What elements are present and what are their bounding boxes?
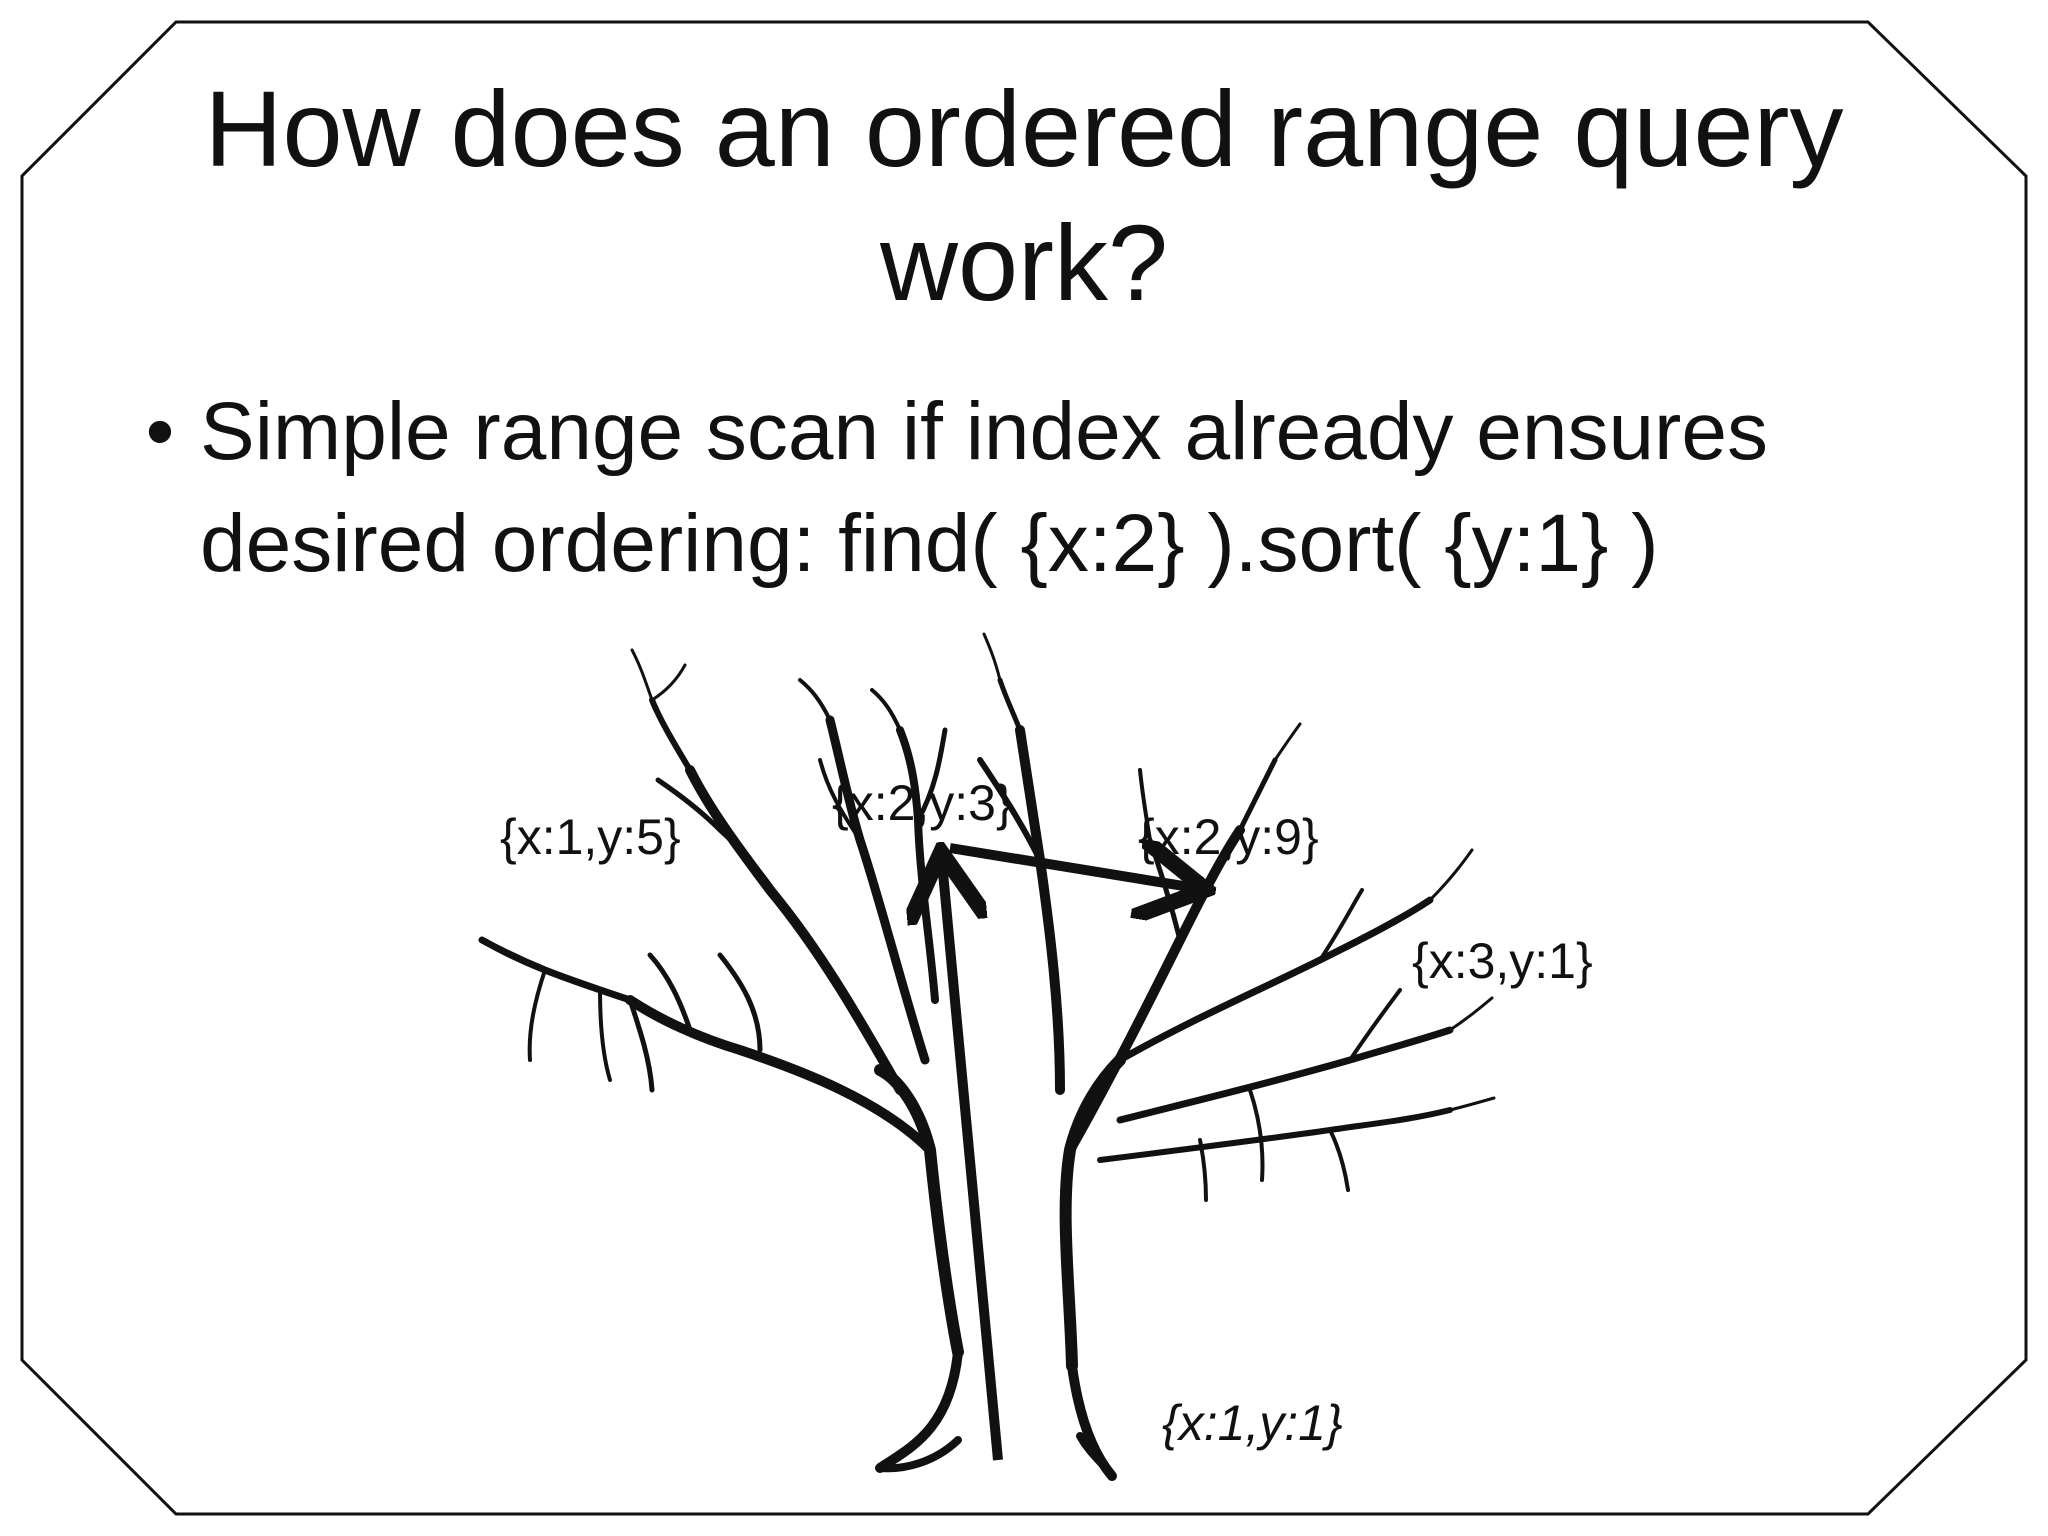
tree-branch: [1448, 1096, 1496, 1112]
tree-branch: [915, 727, 948, 823]
tree-root-right-foot: [1076, 1432, 1116, 1480]
tree-branch: [1248, 1088, 1265, 1182]
tree-branch: [625, 995, 935, 1155]
node-label-x1y5: {x:1,y:5}: [500, 809, 681, 865]
tree-branch: [1237, 757, 1278, 833]
tree-branch: [1428, 848, 1474, 902]
tree-root-left-foot: [876, 1436, 962, 1473]
node-label-x2y3: {x:2,y:3}: [832, 775, 1013, 831]
tree-branch: [1198, 1138, 1208, 1202]
tree-branch: [1273, 722, 1302, 762]
tree-branch: [650, 663, 687, 702]
tree-branch: [982, 632, 1002, 682]
tree-trunk-right: [1059, 1054, 1126, 1372]
tree-branch: [647, 952, 693, 1033]
tree-branch: [627, 997, 655, 1093]
node-label-x1y1: {x:1,y:1}: [1162, 1395, 1343, 1451]
tree-branch: [818, 758, 862, 842]
bullet-text: Simple range scan if index already ensur…: [200, 386, 1768, 589]
tree-branch: [825, 715, 930, 1065]
tree-branch: [717, 952, 763, 1053]
tree-branch: [1318, 888, 1364, 962]
tree-branch: [896, 726, 939, 1004]
tree-branch: [1328, 1128, 1350, 1192]
tree-branch: [655, 777, 723, 833]
tree-branch: [1015, 725, 1065, 1095]
node-label-x3y1: {x:3,y:1}: [1412, 933, 1593, 989]
tree-branch: [1097, 1107, 1453, 1163]
tree-branch: [630, 648, 654, 702]
tree-branch: [977, 757, 1043, 863]
tree-branch: [1116, 1026, 1454, 1124]
tree-branch: [798, 678, 832, 722]
tree-branch: [1116, 896, 1434, 1064]
tree-root-left: [875, 1347, 963, 1473]
tree-branch: [1448, 996, 1494, 1032]
slide-title: How does an ordered range query work?: [204, 68, 1844, 323]
tree-branch: [717, 827, 783, 903]
tree-branch: [1348, 988, 1402, 1062]
scan-arrow-x2y3-to-x2y9: [949, 848, 1196, 888]
bullet-marker: •: [145, 386, 175, 477]
tree-branch: [870, 688, 902, 732]
tree-branch: [649, 697, 693, 773]
tree-branch: [598, 988, 612, 1082]
node-label-x2y9: {x:2,y:9}: [1138, 809, 1319, 865]
scan-arrow-trunk-to-x2y3: [942, 862, 1003, 1461]
tree-branch: [1138, 768, 1152, 842]
tree-branch: [997, 677, 1023, 733]
tree-branch: [527, 968, 547, 1062]
